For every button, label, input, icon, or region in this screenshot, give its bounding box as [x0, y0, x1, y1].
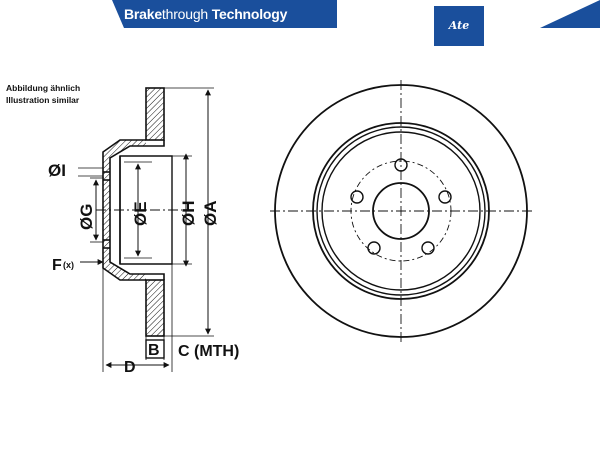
- illustration-caption: Abbildung ähnlich Illustration similar: [6, 82, 80, 106]
- front-view: [270, 80, 532, 342]
- label-a: ØA: [201, 201, 220, 227]
- disc-ring-bottom: [145, 279, 165, 337]
- friction-inner-circle-2: [316, 126, 486, 296]
- friction-inner-circle-3: [321, 131, 481, 291]
- label-e: ØE: [131, 201, 150, 226]
- banner-title-regular: through: [161, 6, 212, 22]
- label-d: D: [124, 359, 136, 376]
- side-section-view: [96, 87, 182, 337]
- banner-title-tail: Technology: [211, 6, 288, 22]
- label-b: B: [148, 342, 160, 359]
- label-h: ØH: [179, 201, 198, 227]
- bolt-hole: [438, 190, 452, 204]
- hub-hatch: [103, 140, 146, 280]
- label-f: F: [52, 257, 62, 274]
- bolt-hole: [367, 241, 381, 255]
- banner-title-bold: Brake: [124, 6, 162, 22]
- ate-logo: Ate: [434, 6, 484, 46]
- bolt-hole: [350, 190, 364, 204]
- label-g: ØG: [77, 204, 96, 230]
- banner-title: Brakethrough Technology: [124, 6, 287, 22]
- label-c: C (MTH): [178, 343, 239, 360]
- bolt-hole: [421, 241, 435, 255]
- banner-band: [112, 0, 337, 28]
- dimension-labels: ØI ØG ØE ØH ØA F (x) B C (MTH) D: [48, 161, 239, 376]
- top-banner: Brakethrough Technology: [0, 0, 600, 28]
- label-f-sub: (x): [63, 260, 74, 270]
- label-i: ØI: [48, 161, 66, 180]
- logo-text: Ate: [448, 19, 470, 32]
- caption-line-de: Abbildung ähnlich: [6, 83, 81, 93]
- disc-ring-top: [145, 87, 165, 141]
- caption-line-en: Illustration similar: [6, 95, 80, 105]
- label-b-box: [145, 339, 165, 359]
